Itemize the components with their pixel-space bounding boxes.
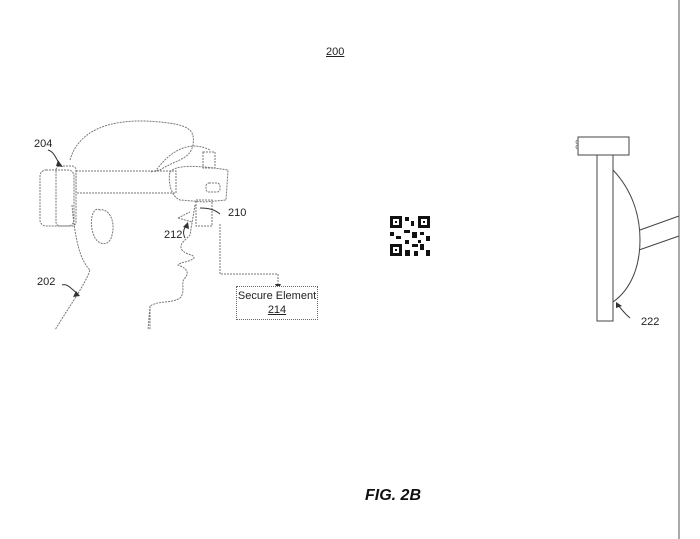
figure-number: 200 <box>326 46 345 58</box>
display-lens <box>195 199 213 227</box>
secure-element-box: Secure Element 214 <box>236 286 318 320</box>
mirror-post <box>596 154 614 322</box>
back-of-head <box>54 204 91 331</box>
headset-rear-unit <box>55 165 77 227</box>
secure-element-title: Secure Element <box>237 290 317 302</box>
label-mirror: 222 <box>641 316 660 328</box>
eye-mark <box>177 211 193 223</box>
headset-rear-pad <box>39 169 75 227</box>
mirror-arm <box>638 215 680 251</box>
qr-code <box>390 216 430 256</box>
label-display: 210 <box>228 207 247 219</box>
headset-button <box>205 182 221 193</box>
mirror-cap <box>577 136 630 156</box>
headset-band <box>75 170 177 194</box>
neck <box>147 305 151 331</box>
ear <box>90 208 114 245</box>
figure-caption: FIG. 2B <box>365 487 422 504</box>
connector-line <box>219 224 279 284</box>
headset-camera <box>202 151 216 169</box>
headset-front <box>168 165 229 203</box>
label-eye: 212 <box>164 229 183 241</box>
label-headset: 204 <box>34 138 53 150</box>
hair <box>154 145 211 173</box>
secure-element-ref: 214 <box>267 304 287 316</box>
mirror-surface <box>612 169 641 303</box>
face-profile <box>149 204 196 330</box>
label-user: 202 <box>37 276 56 288</box>
head-outline <box>69 120 194 173</box>
